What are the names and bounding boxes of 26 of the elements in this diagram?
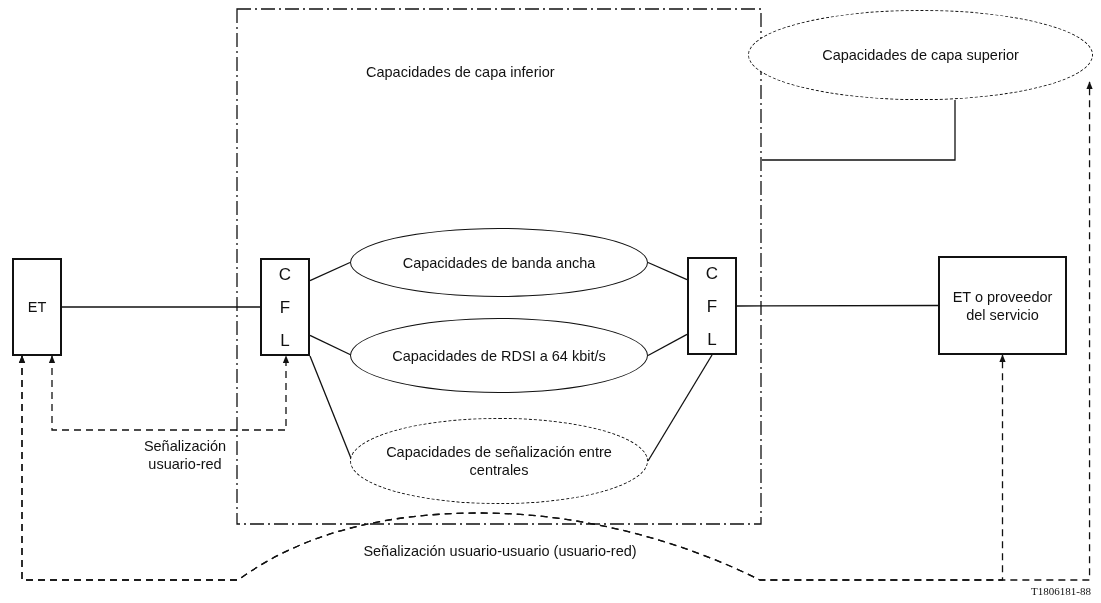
edge-label: Señalización usuario-red (142, 437, 228, 473)
function-box (687, 257, 737, 355)
figure-code: T1806181-88 (1031, 584, 1091, 599)
node-label: ET o proveedor del servicio (951, 287, 1054, 324)
dashed-connector (48, 355, 290, 431)
edge-label: Señalización usuario-usuario (usuario-red) (362, 542, 638, 560)
connector-line (309, 261, 351, 282)
function-box (260, 258, 310, 356)
terminal-box (12, 258, 62, 356)
node-label: ET (27, 298, 47, 316)
node-label: C F L (277, 263, 293, 352)
connector-line (61, 306, 261, 308)
node-label: C F L (704, 262, 720, 351)
dashed-connector (18, 354, 1006, 581)
connector-line (736, 304, 939, 307)
terminal-box (938, 256, 1067, 355)
connector-line (761, 99, 956, 161)
node-label: Capacidades de señalización entre centrales (385, 443, 613, 479)
node-label: Capacidades de RDSI a 64 kbit/s (392, 346, 606, 365)
connector-line (647, 333, 688, 357)
node-label: Capacidades de capa inferior (366, 63, 555, 81)
node-label: Capacidades de banda ancha (402, 253, 596, 272)
boundary-frame (236, 8, 762, 525)
connector-line (647, 354, 713, 462)
connector-line (647, 261, 688, 281)
node-label: Capacidades de capa superior (822, 46, 1019, 64)
